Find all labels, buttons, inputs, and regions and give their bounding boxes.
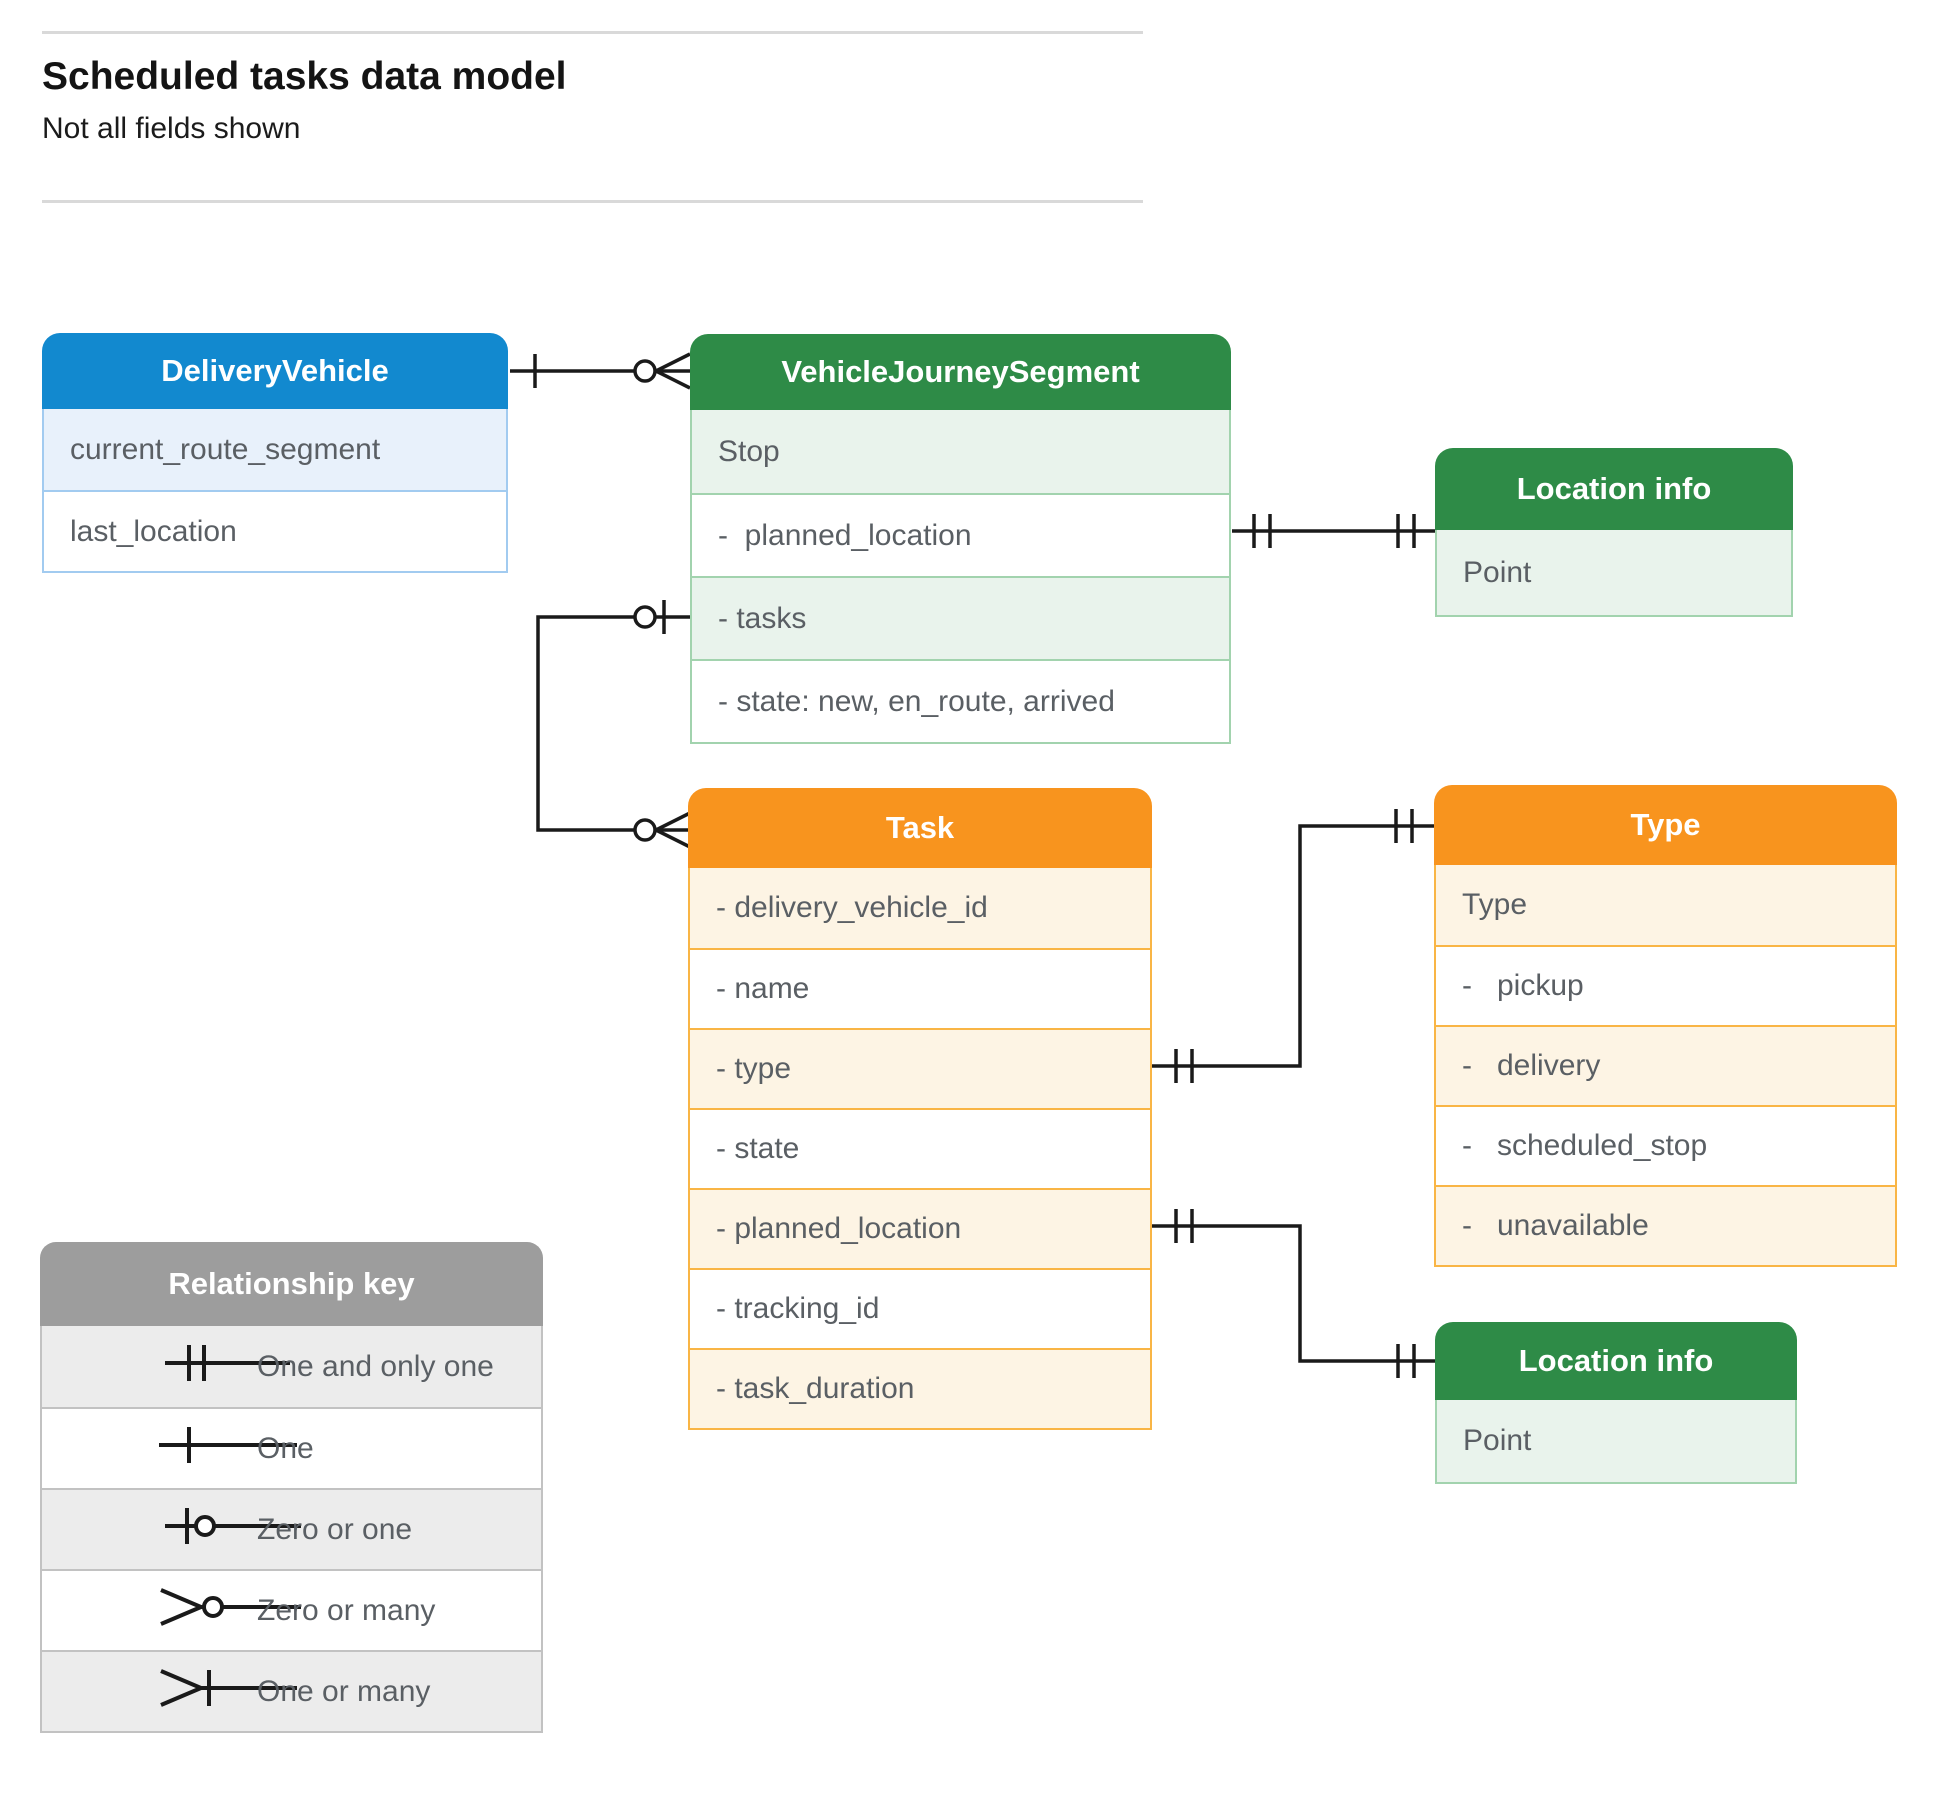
page-title: Scheduled tasks data model (42, 55, 567, 98)
entity-task: Task - delivery_vehicle_id - name - type… (688, 788, 1152, 1430)
entity-header: Type (1434, 785, 1897, 865)
field-row: - task_duration (690, 1348, 1150, 1428)
zero-circle-icon (633, 818, 657, 842)
field-row: current_route_segment (44, 409, 506, 490)
field-row: - delivery (1436, 1025, 1895, 1105)
field-row: Point (1437, 530, 1791, 615)
zero-circle-icon (633, 605, 657, 629)
double-tick-icon (1396, 514, 1416, 548)
legend: Relationship key One and only one One Ze… (40, 1242, 543, 1733)
field-row: - state (690, 1108, 1150, 1188)
double-tick-icon (1394, 809, 1414, 843)
entity-body: current_route_segment last_location (42, 409, 508, 573)
rel-vehiclejourneysegment-task (536, 600, 691, 849)
legend-label: Zero or many (257, 1593, 436, 1627)
entity-header: Location info (1435, 1322, 1797, 1400)
rel-task-type (1152, 809, 1434, 1083)
field-row: Point (1437, 1400, 1795, 1482)
legend-row: Zero or many (42, 1569, 541, 1650)
field-row: - type (690, 1028, 1150, 1108)
field-row: - delivery_vehicle_id (690, 868, 1150, 948)
double-tick-icon (1252, 514, 1272, 548)
legend-header: Relationship key (40, 1242, 543, 1326)
field-row: - planned_location (690, 1188, 1150, 1268)
legend-label: One (257, 1431, 314, 1465)
field-row: last_location (44, 490, 506, 571)
top-divider (42, 31, 1143, 34)
entity-body: - delivery_vehicle_id - name - type - st… (688, 868, 1152, 1430)
legend-row: One (42, 1407, 541, 1488)
double-tick-icon (1174, 1209, 1194, 1243)
field-row: Type (1436, 865, 1895, 945)
legend-label: Zero or one (257, 1512, 413, 1546)
legend-label: One and only one (257, 1349, 494, 1383)
rel-vehiclejourneysegment-locationinfo (1232, 514, 1435, 548)
entity-header: VehicleJourneySegment (690, 334, 1231, 410)
field-row: - tracking_id (690, 1268, 1150, 1348)
field-row: - unavailable (1436, 1185, 1895, 1265)
field-row: - state: new, en_route, arrived (692, 659, 1229, 742)
entity-type: Type Type - pickup - delivery - schedule… (1434, 785, 1897, 1267)
entity-header: Location info (1435, 448, 1793, 530)
entity-body: Point (1435, 1400, 1797, 1484)
one-or-many-icon (62, 1624, 315, 1760)
field-row: - scheduled_stop (1436, 1105, 1895, 1185)
field-row: - planned_location (692, 493, 1229, 576)
entity-body: Point (1435, 530, 1793, 617)
header-divider (42, 200, 1143, 203)
one-icon (62, 1381, 315, 1517)
entity-location-info-top: Location info Point (1435, 448, 1793, 617)
legend-body: One and only one One Zero or one Zero or… (40, 1326, 543, 1733)
legend-label: One or many (257, 1674, 431, 1708)
double-tick-icon (1396, 1344, 1416, 1378)
double-tick-icon (1174, 1049, 1194, 1083)
field-row: Stop (692, 410, 1229, 493)
zero-or-one-icon (62, 1462, 315, 1598)
zero-or-many-icon (62, 1543, 315, 1679)
field-row: - tasks (692, 576, 1229, 659)
legend-row: One and only one (42, 1326, 541, 1407)
entity-header: Task (688, 788, 1152, 868)
entity-body: Type - pickup - delivery - scheduled_sto… (1434, 865, 1897, 1267)
entity-location-info-bottom: Location info Point (1435, 1322, 1797, 1484)
crow-foot-icon (655, 811, 691, 849)
crow-foot-icon (655, 352, 691, 390)
legend-row: Zero or one (42, 1488, 541, 1569)
entity-delivery-vehicle: DeliveryVehicle current_route_segment la… (42, 333, 508, 573)
rel-deliveryvehicle-vehiclejourneysegment (510, 352, 691, 390)
rel-task-locationinfo (1152, 1209, 1435, 1378)
legend-row: One or many (42, 1650, 541, 1731)
entity-vehicle-journey-segment: VehicleJourneySegment Stop - planned_loc… (690, 334, 1231, 744)
page-subtitle: Not all fields shown (42, 112, 301, 145)
field-row: - pickup (1436, 945, 1895, 1025)
entity-body: Stop - planned_location - tasks - state:… (690, 410, 1231, 744)
entity-header: DeliveryVehicle (42, 333, 508, 409)
field-row: - name (690, 948, 1150, 1028)
one-and-only-one-icon (62, 1299, 315, 1435)
zero-circle-icon (633, 359, 657, 383)
